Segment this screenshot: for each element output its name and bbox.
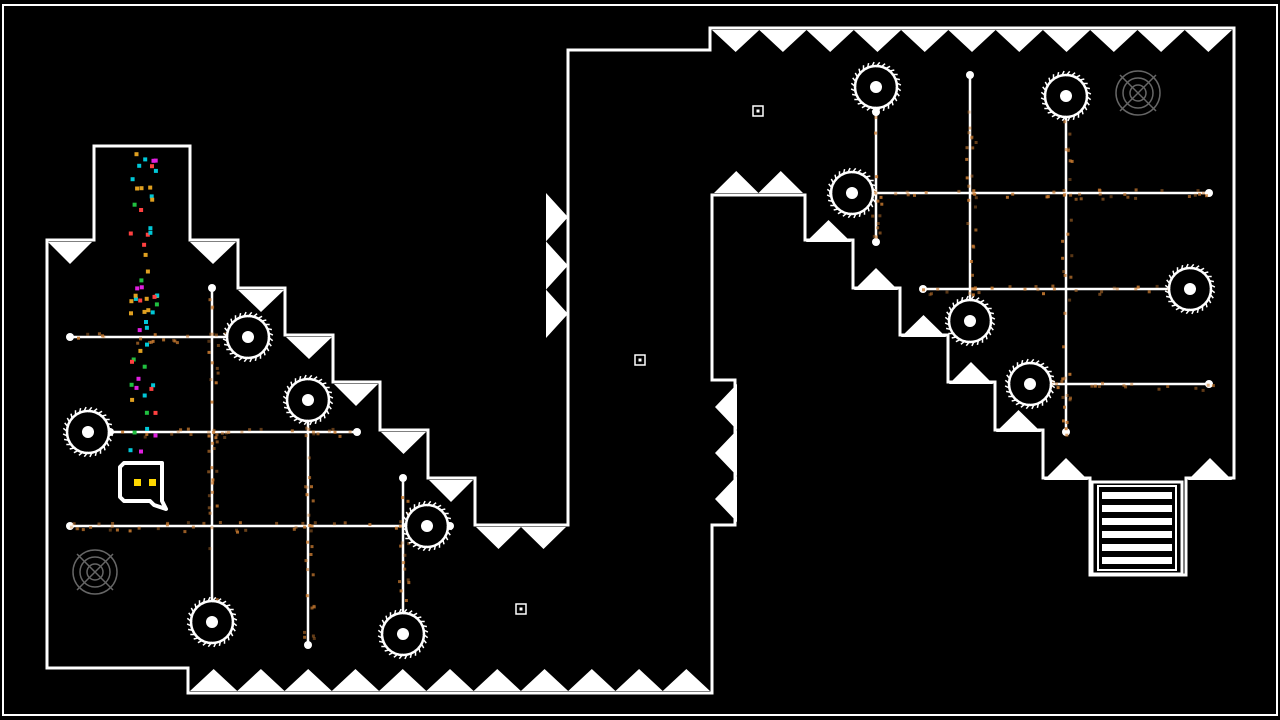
spike-row bbox=[381, 432, 426, 454]
checkpoint-icon bbox=[72, 549, 118, 595]
pickup-icon bbox=[752, 105, 764, 117]
spinning-saw-icon bbox=[1004, 358, 1056, 410]
spike-row bbox=[238, 290, 284, 312]
spike-row bbox=[1044, 458, 1088, 480]
spinning-saw-icon bbox=[401, 500, 453, 552]
spike-row bbox=[712, 30, 1232, 52]
exit-door[interactable] bbox=[1090, 480, 1184, 576]
rail-end bbox=[966, 71, 974, 79]
spinning-saw-icon bbox=[62, 406, 114, 458]
door-stripe bbox=[1102, 544, 1172, 551]
rail-end bbox=[66, 333, 74, 341]
player-eye bbox=[149, 479, 156, 486]
spike-column bbox=[715, 384, 737, 522]
door-stripe bbox=[1102, 492, 1172, 499]
spinning-saw-icon bbox=[944, 295, 996, 347]
spike-row bbox=[854, 268, 898, 290]
rail-end bbox=[304, 641, 312, 649]
door-stripe bbox=[1102, 505, 1172, 512]
rail-end bbox=[66, 522, 74, 530]
level-wall-outline bbox=[45, 26, 1236, 695]
rail-end bbox=[353, 428, 361, 436]
orange-trail-particles bbox=[69, 104, 1215, 640]
screen-border bbox=[2, 4, 1278, 716]
spinning-saw-icon bbox=[377, 608, 429, 660]
spinning-saw-icon bbox=[850, 61, 902, 113]
spike-row bbox=[806, 220, 851, 242]
rainbow-particle-stream bbox=[128, 152, 160, 454]
pickup-icon bbox=[634, 354, 646, 366]
pickup-icon bbox=[515, 603, 527, 615]
rail-end bbox=[399, 474, 407, 482]
spike-row bbox=[334, 384, 378, 406]
spike-row bbox=[429, 480, 473, 502]
spike-row bbox=[48, 242, 92, 264]
spike-row bbox=[1188, 458, 1232, 480]
rail-end bbox=[872, 238, 880, 246]
spike-row bbox=[901, 315, 946, 337]
player-character bbox=[118, 461, 168, 511]
spinning-saw-icon bbox=[222, 311, 274, 363]
spike-hazards bbox=[48, 30, 1232, 691]
checkpoint-icon bbox=[1115, 70, 1161, 116]
spike-row bbox=[476, 527, 566, 549]
spike-row bbox=[286, 337, 332, 359]
spinning-saw-icon bbox=[826, 167, 878, 219]
door-stripe bbox=[1102, 518, 1172, 525]
spinning-saw-icon bbox=[1164, 263, 1216, 315]
rail-end bbox=[208, 284, 216, 292]
spike-column bbox=[546, 193, 568, 338]
spike-row bbox=[190, 669, 710, 691]
spike-row bbox=[949, 362, 993, 384]
door-stripe bbox=[1102, 531, 1172, 538]
spinning-saws bbox=[62, 61, 1216, 660]
spike-row bbox=[190, 242, 236, 264]
spike-row bbox=[996, 410, 1041, 432]
spinning-saw-icon bbox=[282, 374, 334, 426]
player-eye bbox=[134, 479, 141, 486]
spike-row bbox=[714, 171, 803, 193]
spinning-saw-icon bbox=[186, 596, 238, 648]
door-stripe bbox=[1102, 557, 1172, 564]
spinning-saw-icon bbox=[1040, 70, 1092, 122]
